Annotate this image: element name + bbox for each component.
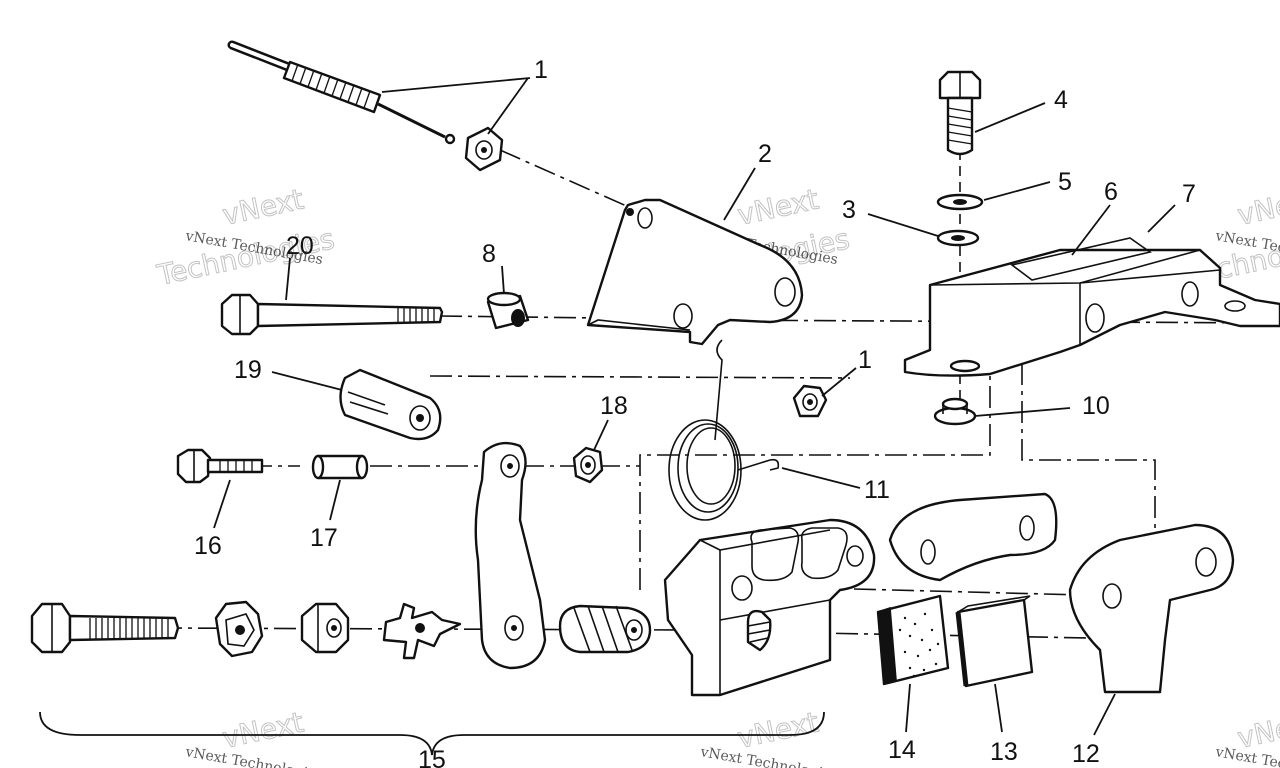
watermark-outline-vnext: vNext: [735, 183, 822, 232]
watermark-outline-vnext: vNext: [1235, 183, 1280, 232]
part-3-washer: [936, 229, 980, 247]
part-1-nut-upper: [464, 126, 504, 172]
part-14-brake-pad: [876, 594, 950, 686]
part-7-mounting-bracket: [903, 248, 1280, 377]
part-11-torsion-spring: [668, 339, 780, 521]
callout-15: 15: [418, 746, 446, 768]
part-12-caliper-half: [1068, 523, 1235, 694]
part-4-bolt: [938, 70, 982, 156]
part-5-washer: [936, 193, 984, 211]
callout-5: 5: [1058, 168, 1072, 196]
part-15-adjuster-bolt: [30, 602, 180, 654]
callout-1-lower: 1: [858, 346, 872, 374]
part-10-bushing: [933, 397, 977, 426]
callout-16: 16: [194, 532, 222, 560]
part-15-flange-nut: [214, 600, 264, 658]
leader-lines: [213, 77, 1176, 736]
part-15-actuator-arm: [474, 441, 547, 670]
callout-4: 4: [1054, 86, 1068, 114]
part-15-adjuster-gear: [558, 604, 652, 654]
part-8-spacer: [486, 291, 530, 330]
part-6-plate: [1010, 237, 1152, 281]
part-16-bolt: [176, 448, 264, 484]
watermark-right-bottom: vNext vNext Technologies: [1213, 705, 1280, 768]
callout-17: 17: [310, 524, 338, 552]
part-19-clevis: [339, 368, 442, 441]
part-brake-shoe-arc: [888, 492, 1058, 582]
callout-13: 13: [990, 738, 1018, 766]
part-18-locknut: [572, 446, 604, 484]
callout-3: 3: [842, 196, 856, 224]
part-20-long-bolt: [220, 293, 444, 336]
callout-18: 18: [600, 392, 628, 420]
watermark-outline-vnext: vNext: [220, 706, 307, 755]
part-15-hex-nut: [300, 602, 350, 654]
callout-7: 7: [1182, 180, 1196, 208]
part-caliper-body: [663, 518, 876, 697]
watermark-center-bottom: vNext vNext Technologies: [698, 705, 839, 768]
callout-19: 19: [234, 356, 262, 384]
part-15-lock-washer: [382, 602, 462, 660]
part-1-nut-lower: [792, 384, 828, 418]
callout-11: 11: [864, 476, 890, 504]
callout-1-upper: 1: [534, 56, 548, 84]
part-13-pad-backing: [955, 595, 1034, 688]
callout-2: 2: [758, 140, 772, 168]
assembly-15-brace: [39, 711, 825, 756]
callout-14: 14: [888, 736, 916, 764]
callout-6: 6: [1104, 178, 1118, 206]
watermark-left-bottom: vNext vNext Technologies: [183, 705, 324, 768]
part-1-cable: [227, 40, 456, 145]
watermark-outline-vnext: vNext: [1235, 706, 1280, 755]
part-2-lever-plate: [586, 198, 804, 346]
callout-20: 20: [286, 232, 314, 260]
callout-8: 8: [482, 240, 496, 268]
callout-10: 10: [1082, 392, 1110, 420]
callout-12: 12: [1072, 740, 1100, 768]
watermark-outline-vnext: vNext: [735, 706, 822, 755]
watermark-outline-vnext: vNext: [220, 183, 307, 232]
part-17-spacer: [311, 454, 369, 480]
callout-labels: 1 2 3 4 5 6 7 8 20 19 1 18 10 11 16 17 1…: [194, 56, 1196, 768]
